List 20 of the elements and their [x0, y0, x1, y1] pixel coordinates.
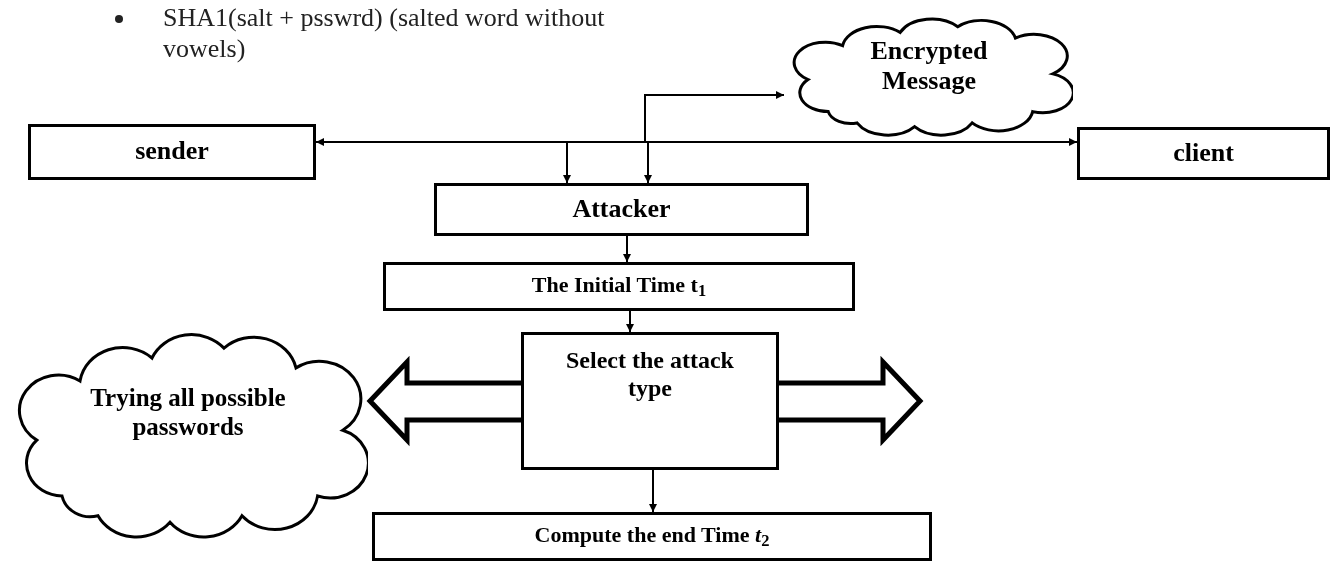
process-box — [521, 332, 779, 470]
node-label: Encrypted Message — [869, 36, 989, 96]
arrow — [623, 235, 631, 263]
process-box — [372, 512, 932, 561]
node-label: Compute the end Time t$_{2}$ — [533, 522, 771, 548]
arrow — [626, 310, 634, 333]
process-box — [434, 183, 809, 236]
node-label: client — [1172, 138, 1235, 168]
process-box — [28, 124, 316, 180]
block-arrow — [366, 355, 524, 447]
process-box — [383, 262, 855, 311]
block-arrow — [776, 355, 924, 447]
process-box — [1077, 127, 1330, 180]
node-label: sender — [134, 136, 210, 166]
node-label: Attacker — [571, 194, 672, 224]
bullet-text: SHA1(salt + psswrd) (salted word without vowels) — [163, 2, 606, 65]
arrow — [649, 469, 657, 513]
node-label: Trying all possible passwords — [89, 384, 287, 442]
node-label: Select the attack type — [565, 347, 735, 403]
node-label: The Initial Time t$_{1}$ — [530, 272, 708, 298]
